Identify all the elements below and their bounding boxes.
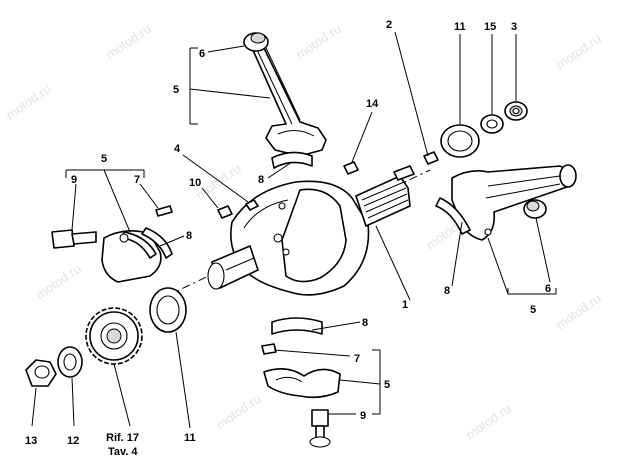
- callout-11-bottom: 11: [184, 432, 196, 444]
- bolt-9-left: [51, 229, 75, 249]
- callout-15: 15: [484, 21, 496, 33]
- thrust-washer-bottom: [149, 287, 187, 333]
- watermark: motod.ru: [553, 291, 604, 333]
- thrust-parts-top-right: [217, 101, 528, 219]
- callout-3: 3: [511, 21, 517, 33]
- bearing-cap-bottom: [261, 317, 341, 448]
- callout-8-left: 8: [186, 230, 192, 242]
- callout-5-bottom: 5: [384, 379, 390, 391]
- callout-8-mid: 8: [258, 174, 264, 186]
- callout-5-left: 5: [101, 153, 107, 165]
- watermark: motod.ru: [463, 401, 514, 443]
- bearing-shell-left: [141, 227, 173, 259]
- reference-rif: Rif. 17: [106, 432, 139, 444]
- callout-10: 10: [189, 177, 201, 189]
- bearing-shell-bottom: [271, 317, 323, 335]
- timing-gear: [85, 307, 143, 365]
- callout-11-top: 11: [454, 21, 466, 33]
- nut-13: [25, 359, 57, 387]
- callout-4: 4: [174, 143, 181, 155]
- reference-tav: Tav. 4: [108, 446, 138, 458]
- plug-4: [245, 199, 259, 211]
- pin-10: [217, 205, 233, 219]
- callout-14: 14: [366, 98, 379, 110]
- pin-7-left: [155, 205, 173, 217]
- pin-7-bottom: [261, 343, 277, 355]
- rod-bearing-shell-top: [271, 151, 313, 169]
- leader-lines: [31, 31, 557, 429]
- watermark: motod.ru: [553, 31, 604, 73]
- callout-13: 13: [25, 435, 37, 447]
- callout-6-top: 6: [199, 48, 205, 60]
- callout-2: 2: [386, 19, 392, 31]
- callouts: 5 6 2 11 15 3 14 4 10 8 5 9 7 8 1 8 6 5 …: [25, 19, 551, 458]
- callout-6-right: 6: [545, 283, 551, 295]
- callout-8-bottom: 8: [362, 317, 368, 329]
- callout-12: 12: [67, 435, 79, 447]
- callout-5-right: 5: [530, 304, 536, 316]
- watermark: motod.ru: [3, 81, 54, 123]
- watermark: motod.ru: [213, 391, 264, 433]
- callout-5-top: 5: [173, 84, 179, 96]
- connecting-rod-top: [243, 32, 327, 169]
- callout-7-bottom: 7: [354, 353, 360, 365]
- callout-7-left: 7: [134, 174, 140, 186]
- callout-9-left: 9: [71, 174, 77, 186]
- callout-9-bottom: 9: [360, 410, 366, 422]
- crank-nose: [355, 175, 411, 227]
- watermark: motod.ru: [293, 21, 344, 63]
- crankshaft: [149, 165, 431, 305]
- watermark: motod.ru: [103, 21, 154, 63]
- key-2: [423, 151, 439, 165]
- bearing-cap-left: [51, 205, 173, 283]
- callout-8-right: 8: [444, 285, 450, 297]
- pin-14: [343, 161, 359, 175]
- watermark: motod.ru: [33, 261, 84, 303]
- callout-1: 1: [402, 299, 408, 311]
- washer-12: [57, 346, 83, 378]
- bolt-9-bottom: [311, 409, 329, 427]
